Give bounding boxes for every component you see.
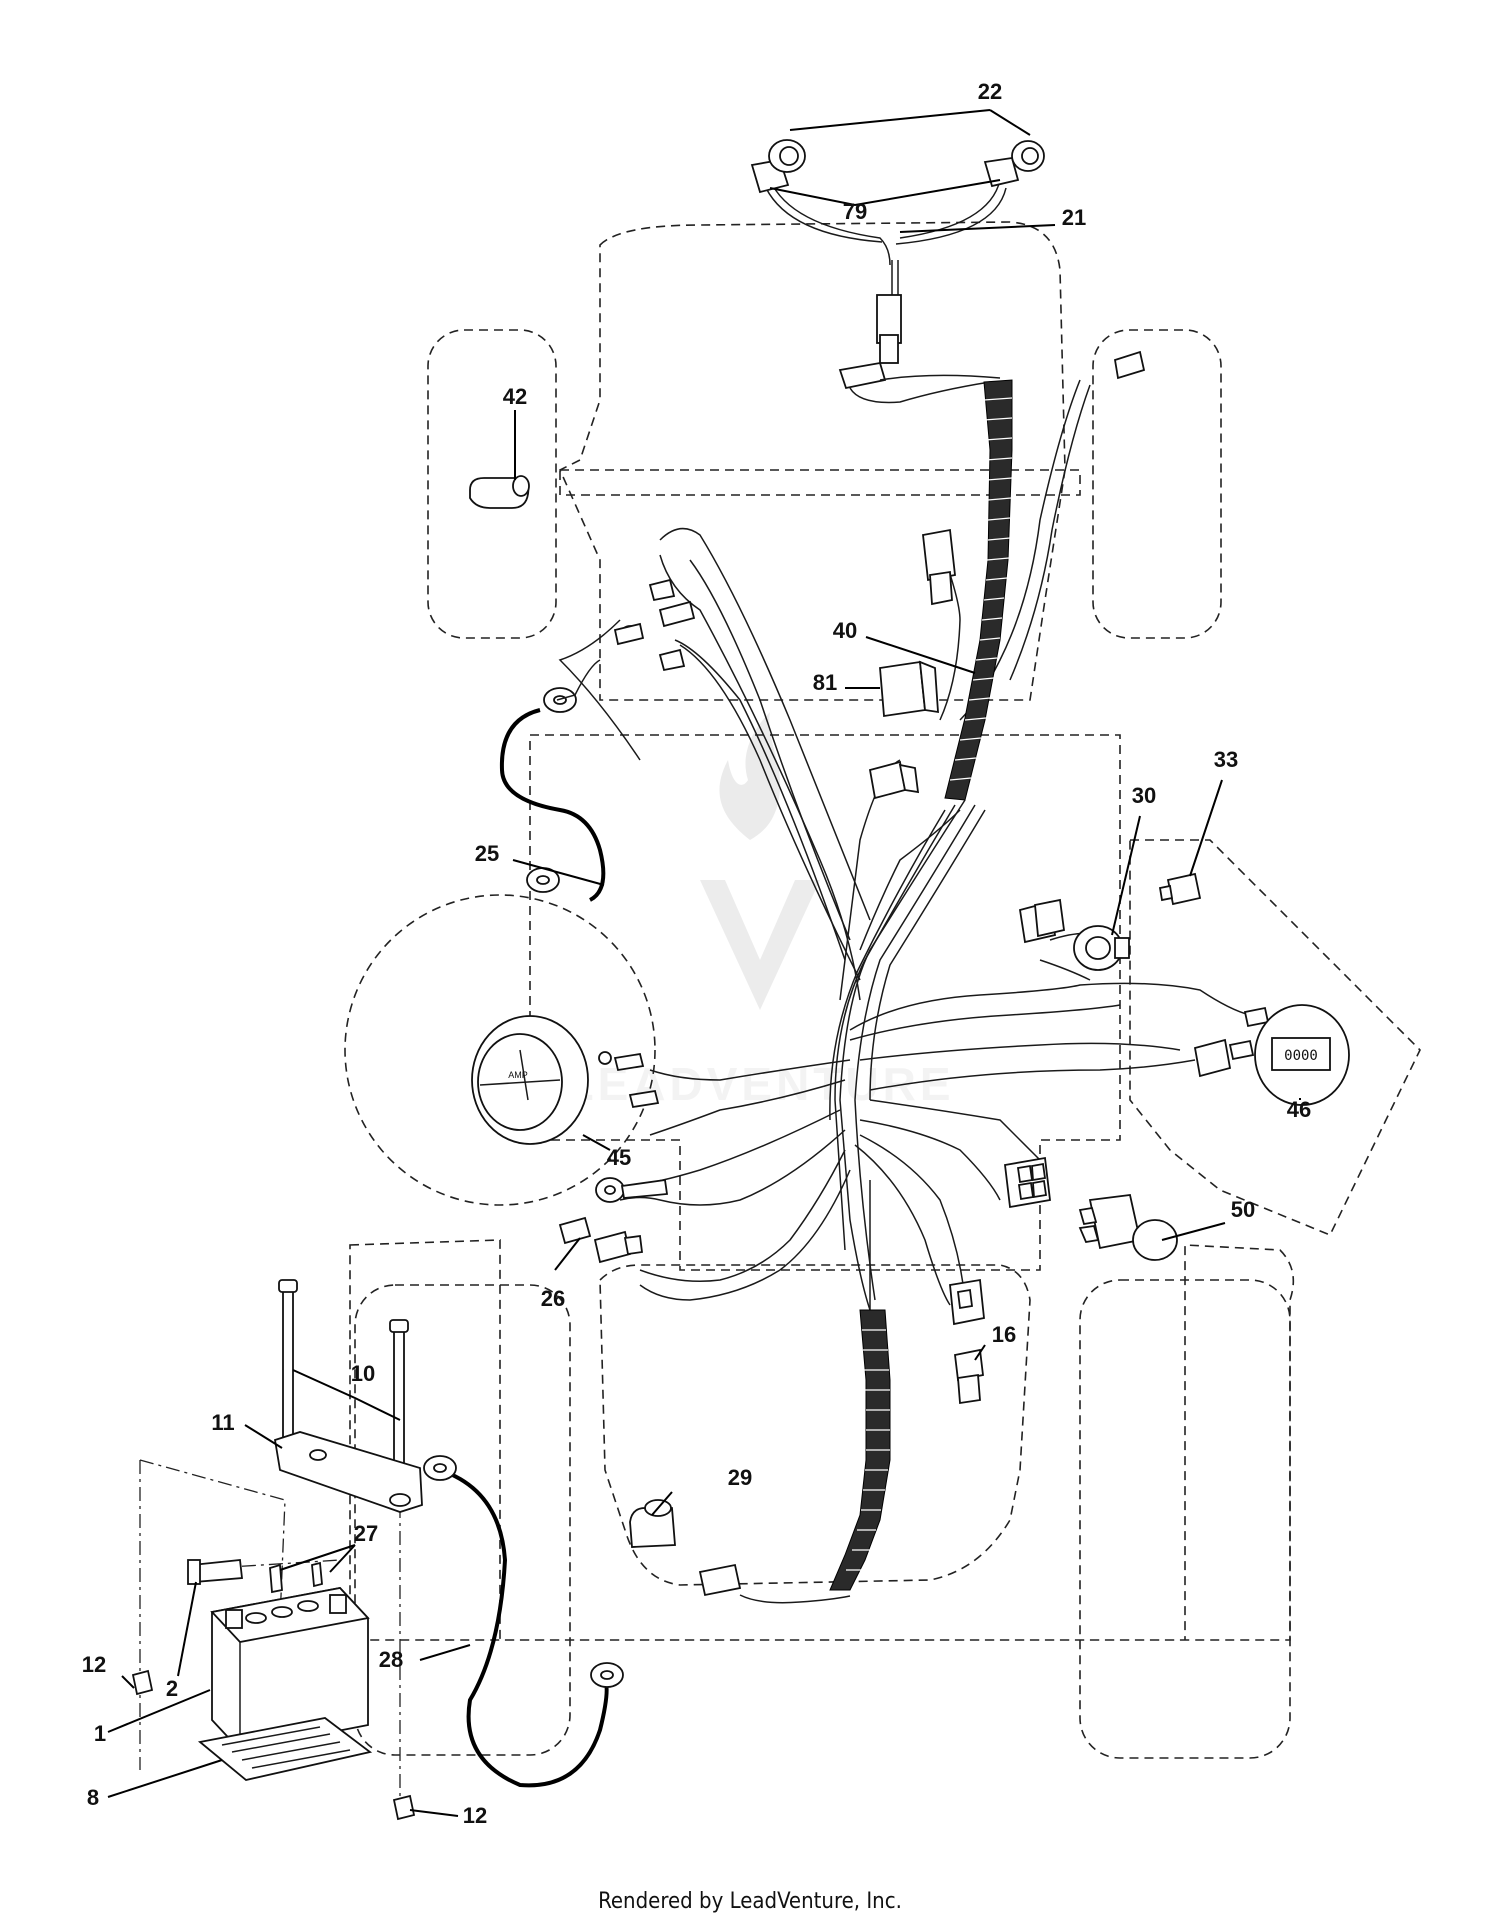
callout-8: 8: [87, 1785, 99, 1810]
ammeter-scale: AMP: [508, 1070, 528, 1080]
callout-29: 29: [728, 1465, 752, 1490]
callout-42: 42: [503, 384, 527, 409]
footer-credit: Rendered by LeadVenture, Inc.: [598, 1889, 902, 1914]
headlight-harness: [750, 139, 1045, 364]
flame-logo-icon: [719, 712, 781, 840]
part-12-nut-left: [131, 1669, 154, 1696]
callout-labels: 22 79 21 42 40 81 33 30 25 46 45 50 26 1…: [82, 79, 1311, 1828]
callout-45: 45: [607, 1145, 631, 1170]
callout-2: 2: [166, 1676, 178, 1701]
hood-right-connector: [1113, 350, 1146, 380]
part-12-nut-bottom: [392, 1794, 416, 1821]
callout-46: 46: [1287, 1097, 1311, 1122]
part-10-bolt-left: [282, 1287, 294, 1439]
callout-26: 26: [541, 1286, 565, 1311]
callout-27: 27: [354, 1521, 378, 1546]
part-26-fuse-holder: [558, 1216, 592, 1245]
callout-1: 1: [94, 1721, 106, 1746]
part-8-battery-tray: [197, 1717, 373, 1781]
callout-25: 25: [475, 841, 499, 866]
callout-33: 33: [1214, 747, 1238, 772]
callout-22: 22: [978, 79, 1002, 104]
headlight-socket-right: [983, 156, 1020, 188]
callout-12-bottom: 12: [463, 1803, 487, 1828]
hood-connector: [838, 361, 887, 390]
callout-40: 40: [833, 618, 857, 643]
part-33-diode: [1166, 872, 1202, 906]
callout-11: 11: [211, 1410, 234, 1435]
chevron-logo-icon: [700, 880, 820, 1010]
part-27-terminal: [269, 1563, 283, 1594]
tractor-outline: [344, 221, 1421, 1759]
components: 0000 AMP: [131, 350, 1350, 1821]
conduit-lower: [829, 1309, 891, 1591]
callout-81: 81: [813, 670, 837, 695]
callout-10: 10: [351, 1361, 375, 1386]
hour-meter-digits: 0000: [1284, 1048, 1318, 1064]
main-harness-wires: [558, 361, 1251, 1604]
callout-50: 50: [1231, 1197, 1255, 1222]
callout-16: 16: [992, 1322, 1016, 1347]
conduit-40: [944, 379, 1013, 801]
callout-28: 28: [379, 1647, 403, 1672]
part-81-relay: [879, 660, 926, 718]
callout-30: 30: [1132, 783, 1156, 808]
part-10-bolt-right: [393, 1327, 405, 1479]
callout-79: 79: [843, 199, 867, 224]
callout-21: 21: [1062, 205, 1086, 230]
leader-lines: [107, 109, 1301, 1817]
callout-12-left: 12: [82, 1652, 106, 1677]
part-29-solenoid: [629, 1507, 676, 1548]
